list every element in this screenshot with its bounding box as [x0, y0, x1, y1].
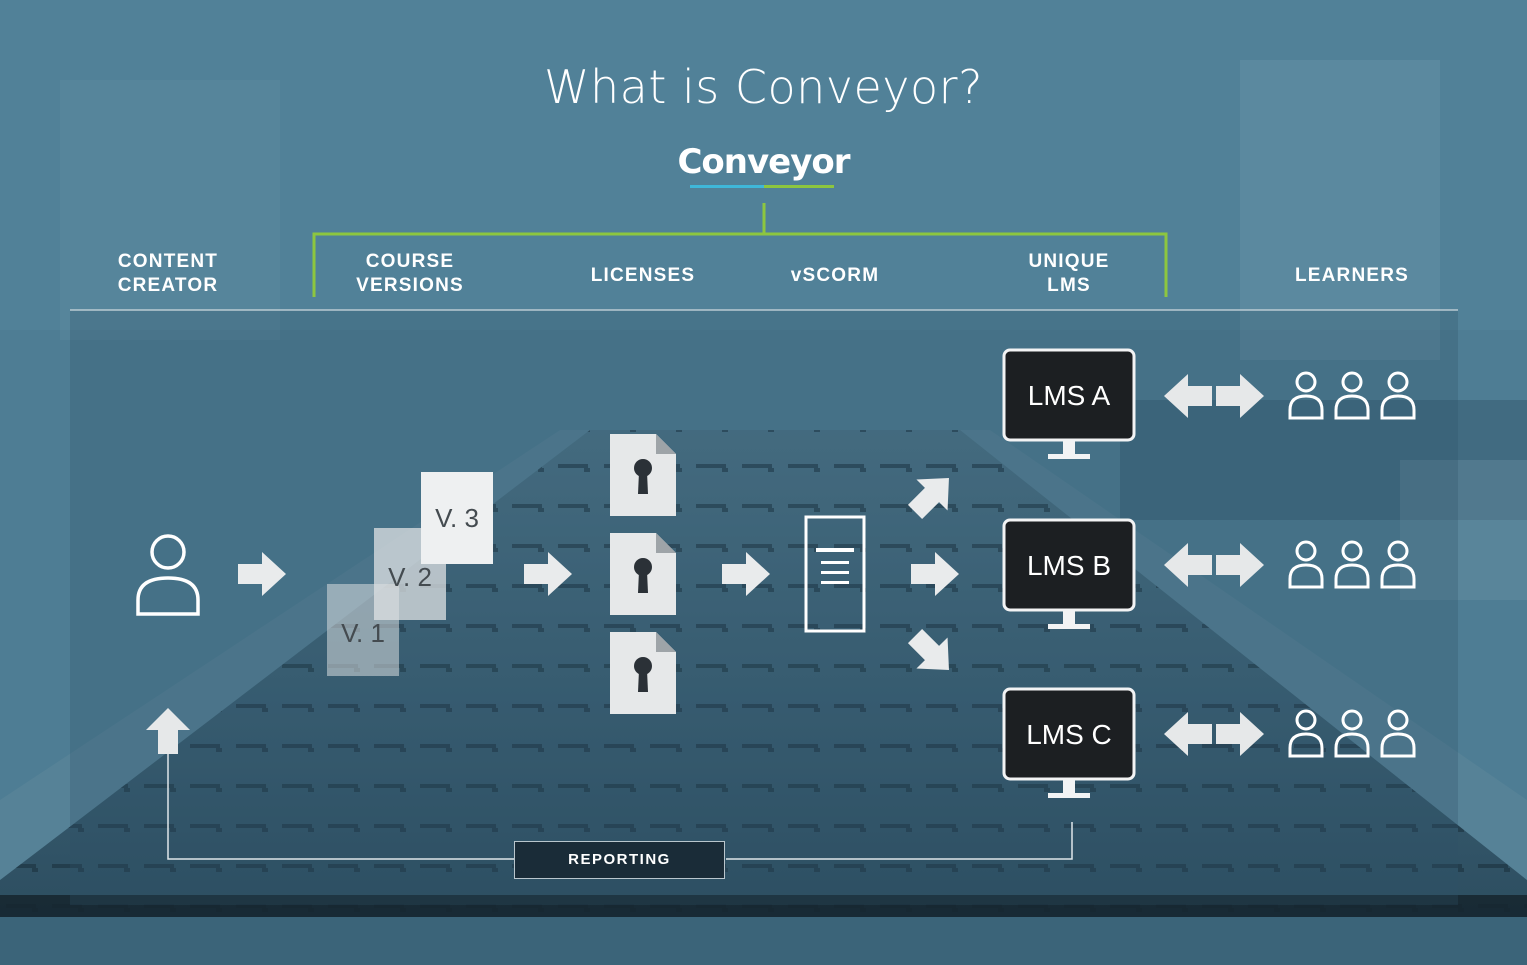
license-lock-icon [610, 632, 676, 714]
lms-label: LMS C [1026, 719, 1112, 750]
column-label-line: VERSIONS [356, 275, 464, 296]
reporting-loop [146, 708, 1073, 860]
license-lock-icon [610, 434, 676, 516]
vscorm-document-icon [804, 515, 866, 633]
version-card [421, 472, 493, 564]
column-label-line: UNIQUE [1028, 251, 1110, 272]
arrow-down-right-icon [907, 628, 949, 670]
column-label-line: COURSE [365, 251, 455, 272]
bidirectional-arrow-icon [1164, 543, 1264, 587]
arrow-right-icon [524, 552, 572, 596]
column-course-versions: COURSE VERSIONS [300, 250, 520, 298]
page-title: What is Conveyor? [544, 60, 983, 114]
monitor-icon [1002, 687, 1136, 798]
arrow-right-icon [238, 552, 286, 596]
conveyor-bracket [70, 203, 1458, 311]
column-licenses: LICENSES [590, 265, 696, 286]
version-label: V. 1 [341, 618, 385, 648]
person-icon [136, 534, 200, 616]
logo-underline [690, 185, 834, 188]
version-label: V. 3 [435, 503, 479, 533]
column-learners: LEARNERS [1294, 265, 1410, 286]
bidirectional-arrow-icon [1164, 712, 1264, 756]
column-content-creator: CONTENT CREATOR [58, 250, 278, 298]
conveyor-logo: Conveyor [677, 142, 850, 182]
license-lock-icon [610, 533, 676, 615]
column-label-line: CONTENT [117, 251, 219, 272]
arrow-right-icon [722, 552, 770, 596]
learners-group-icon [1288, 709, 1416, 758]
version-label: V. 2 [388, 562, 432, 592]
lms-label: LMS A [1027, 380, 1111, 411]
column-label-line: LMS [1047, 275, 1091, 296]
arrow-up-right-icon [907, 478, 949, 520]
column-vscorm: vSCORM [790, 265, 880, 286]
column-unique-lms: UNIQUE LMS [959, 250, 1179, 298]
learners-group-icon [1288, 371, 1416, 420]
reporting-label: REPORTING [514, 841, 725, 879]
arrow-right-icon [911, 552, 959, 596]
column-label-line: CREATOR [117, 275, 219, 296]
learners-group-icon [1288, 540, 1416, 589]
monitor-icon [1002, 348, 1136, 459]
monitor-icon [1002, 518, 1136, 629]
bidirectional-arrow-icon [1164, 374, 1264, 418]
lms-label: LMS B [1026, 550, 1112, 581]
